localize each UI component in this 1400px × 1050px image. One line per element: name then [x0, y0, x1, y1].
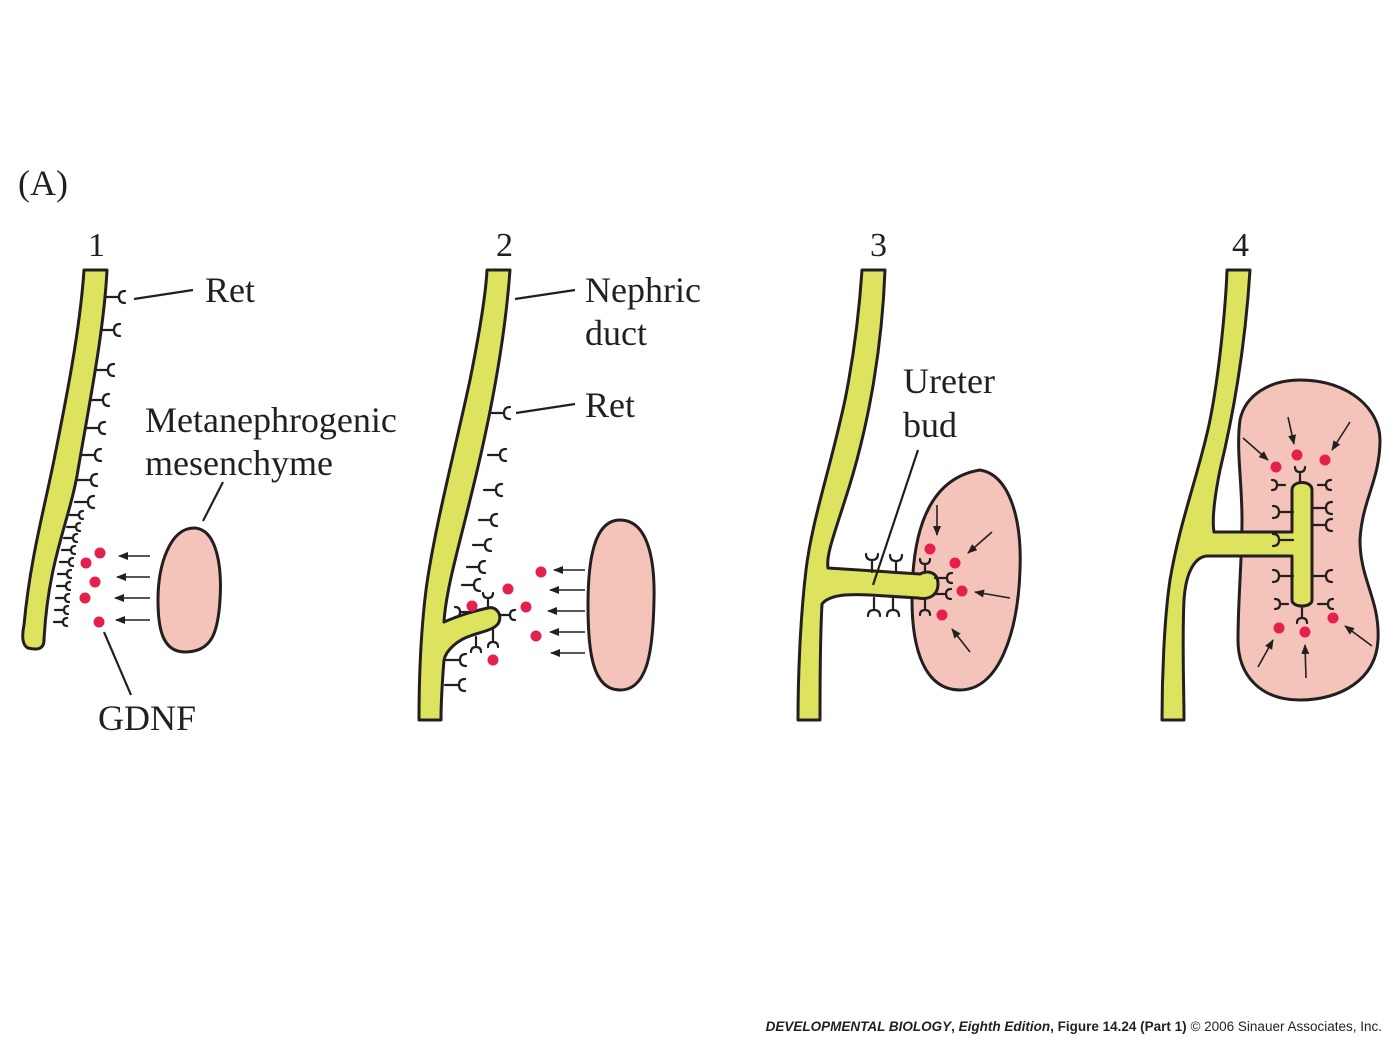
ret-receptors — [864, 552, 954, 618]
ret-receptors — [443, 405, 517, 693]
ret-receptor — [453, 605, 472, 619]
ret-receptor — [481, 591, 495, 610]
gdnf-arrows — [114, 552, 150, 624]
ret-receptor — [54, 592, 71, 604]
credit-copyright: © 2006 Sinauer Associates, Inc. — [1190, 1019, 1382, 1034]
ret-receptor — [80, 447, 103, 463]
ret-receptor — [471, 537, 493, 553]
figure-credit: DEVELOPMENTAL BIOLOGY, Eighth Edition, F… — [765, 1019, 1382, 1034]
nephric-duct — [796, 268, 940, 722]
ret-receptor — [866, 596, 882, 618]
nephric-duct — [417, 268, 512, 722]
panel-number: 1 — [88, 227, 105, 264]
ret-receptor — [84, 420, 107, 436]
ret-receptor — [52, 616, 69, 628]
ret-receptor — [1310, 500, 1334, 516]
credit-figure-number: Figure 14.24 (Part 1) — [1057, 1019, 1187, 1034]
part-label: (A) — [18, 163, 68, 203]
ret-receptor — [490, 405, 512, 421]
ret-receptor — [933, 571, 954, 585]
metanephrogenic-mesenchyme — [910, 468, 1022, 692]
panel-1: 1 Ret Metanephrogenic mesenchyme GDNF — [21, 227, 397, 738]
ret-receptor — [482, 482, 504, 498]
gdnf-arrows — [547, 566, 585, 657]
metanephrogenic-mesenchyme — [156, 526, 222, 654]
ret-receptor — [864, 552, 880, 574]
ret-receptor — [73, 494, 96, 510]
panel-number: 3 — [870, 227, 887, 264]
ret-receptor — [93, 362, 116, 378]
ret-receptor — [460, 577, 482, 593]
ret-receptor — [465, 559, 487, 575]
ret-receptor — [888, 553, 904, 575]
ret-receptor — [486, 628, 500, 649]
gdnf-molecules — [924, 543, 968, 621]
ret-receptor — [62, 532, 79, 544]
credit-edition: Eighth Edition — [958, 1019, 1051, 1034]
ret-receptor — [1295, 604, 1309, 625]
ret-receptor — [55, 580, 72, 592]
ret-receptor — [56, 568, 73, 580]
ret-receptor — [1270, 478, 1287, 492]
ret-receptor — [60, 544, 77, 556]
ret-receptor — [918, 557, 932, 574]
ret-receptor — [1316, 597, 1335, 611]
ret-receptor — [1271, 504, 1295, 520]
ret-receptor — [486, 447, 508, 463]
nephric-duct-label-line2: duct — [585, 313, 647, 353]
panel-number: 2 — [496, 227, 513, 264]
ret-receptor — [104, 289, 127, 305]
metanephrogenic-mesenchyme — [586, 518, 656, 692]
ret-receptor — [1271, 568, 1295, 584]
ureter-bud-label-line1: Ureter — [903, 361, 995, 401]
ret-receptor — [76, 472, 99, 488]
mesenchyme-label-line1: Metanephrogenic — [145, 400, 397, 440]
ret-receptor — [58, 556, 75, 568]
gdnf-molecules — [1270, 449, 1339, 638]
ret-receptor — [68, 509, 85, 521]
ret-receptor — [469, 635, 483, 654]
nephric-duct — [21, 268, 109, 651]
gdnf-arrows — [1242, 416, 1373, 679]
ret-receptor — [1310, 517, 1334, 533]
ret-label: Ret — [585, 385, 635, 425]
ret-receptor — [1293, 465, 1307, 484]
panel-3: 3 Ureter bud — [796, 227, 1022, 722]
ret-receptor — [498, 608, 517, 622]
nephric-duct — [1160, 268, 1314, 722]
ret-receptor — [99, 322, 122, 338]
ret-receptors — [1270, 465, 1335, 625]
ret-receptor — [1271, 532, 1295, 548]
credit-book-title: DEVELOPMENTAL BIOLOGY — [765, 1019, 952, 1034]
panel-number: 4 — [1232, 227, 1249, 264]
ret-receptor — [932, 587, 953, 601]
ret-receptor — [88, 392, 111, 408]
ret-receptor — [444, 652, 468, 668]
ret-receptor — [885, 596, 901, 618]
ret-receptors — [52, 289, 127, 628]
gdnf-label: GDNF — [98, 698, 196, 738]
ret-receptor — [443, 677, 467, 693]
gdnf-molecules — [466, 566, 547, 666]
ret-receptor — [1310, 568, 1334, 584]
ret-receptor — [65, 521, 82, 533]
panel-4: 4 — [1160, 227, 1382, 722]
ureter-bud-label-line2: bud — [903, 405, 957, 445]
ret-receptor — [918, 598, 932, 617]
gdnf-molecules — [79, 547, 106, 628]
mesenchyme-label-line2: mesenchyme — [145, 443, 333, 483]
ret-receptor — [477, 512, 499, 528]
gdnf-arrows — [933, 505, 1011, 653]
ret-receptor — [53, 604, 70, 616]
nephric-duct-label-line1: Nephric — [585, 270, 701, 310]
ret-label: Ret — [205, 270, 255, 310]
panel-2: 2 Nephric duct Ret — [417, 227, 701, 722]
ret-receptor — [1273, 597, 1290, 611]
ret-receptor — [1316, 478, 1333, 492]
